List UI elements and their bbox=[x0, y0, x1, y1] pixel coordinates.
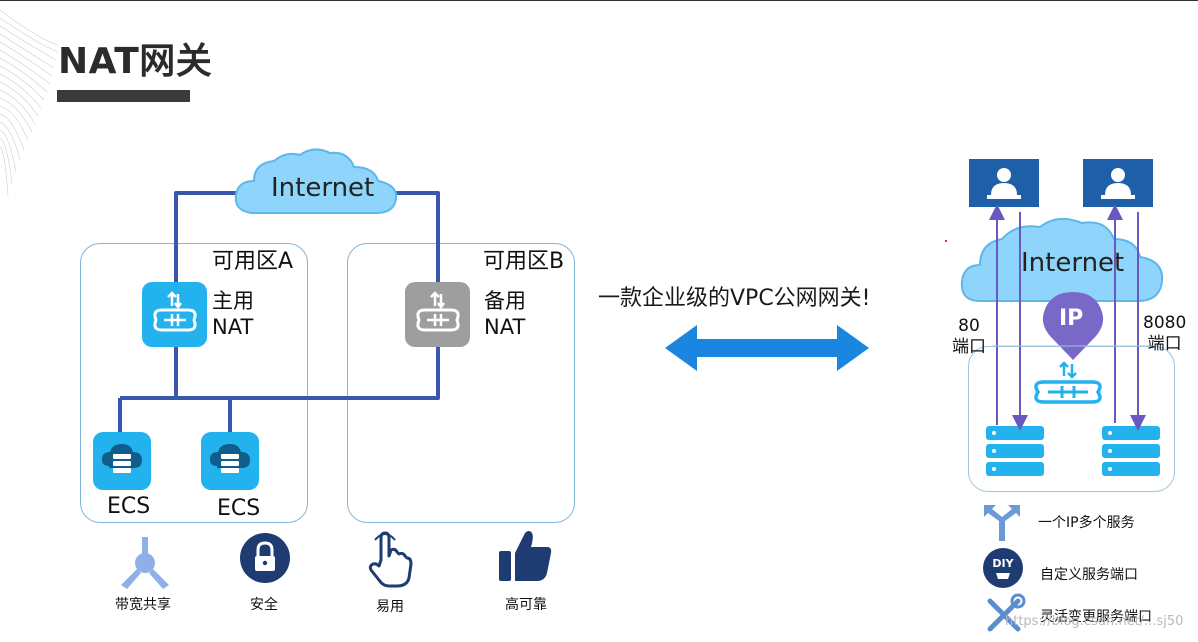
svg-text:DIY: DIY bbox=[992, 557, 1014, 570]
nat-gateway-icon bbox=[1034, 361, 1102, 404]
ecs-server-icon bbox=[201, 432, 259, 490]
benefit-label-custom-port: 自定义服务端口 bbox=[1040, 567, 1138, 583]
ecs-server-icon bbox=[93, 432, 151, 490]
port-80-text: 端口 bbox=[952, 337, 986, 358]
user-terminal-icon bbox=[969, 159, 1039, 207]
backup-nat-label-line2: NAT bbox=[484, 315, 526, 340]
double-arrow-icon bbox=[665, 325, 869, 371]
server-stack-icon bbox=[986, 426, 1044, 476]
tagline: 一款企业级的VPC公网网关! bbox=[598, 286, 871, 311]
hand-tap-icon bbox=[368, 531, 413, 588]
zone-a-box bbox=[80, 243, 308, 523]
primary-nat-label-line2: NAT bbox=[212, 315, 254, 340]
port-80-number: 80 bbox=[958, 316, 980, 336]
feature-label-security: 安全 bbox=[250, 597, 278, 613]
watermark: https://blog.csdn.net/...sj50 bbox=[1005, 614, 1184, 629]
ecs-label-2: ECS bbox=[217, 496, 261, 521]
internet-label-right: Internet bbox=[1021, 248, 1125, 278]
zone-b-box bbox=[347, 243, 575, 523]
port-8080-number: 8080 bbox=[1143, 313, 1187, 333]
user-terminal-icon bbox=[1083, 159, 1153, 207]
benefit-label-one-ip: 一个IP多个服务 bbox=[1038, 515, 1135, 531]
diy-icon: DIY bbox=[983, 548, 1023, 588]
nat-gateway-icon bbox=[142, 282, 207, 347]
ecs-node-1 bbox=[93, 432, 151, 490]
feature-label-ease: 易用 bbox=[376, 599, 404, 615]
red-dot bbox=[945, 240, 947, 242]
title-underline bbox=[57, 90, 190, 102]
feature-label-bandwidth: 带宽共享 bbox=[115, 597, 171, 613]
top-rule bbox=[0, 0, 1198, 1]
internet-cloud-icon bbox=[234, 148, 398, 214]
ip-badge-label: IP bbox=[1059, 306, 1084, 331]
zone-a-label: 可用区A bbox=[212, 249, 294, 274]
primary-nat-label-line1: 主用 bbox=[212, 289, 254, 313]
ecs-label-1: ECS bbox=[107, 494, 151, 519]
split-arrows-icon bbox=[984, 505, 1020, 541]
primary-nat-node bbox=[142, 282, 207, 347]
tools-icon bbox=[987, 593, 1026, 632]
port-8080-label: 8080 端口 bbox=[1143, 313, 1186, 356]
internet-label: Internet bbox=[271, 173, 375, 203]
feature-label-reliable: 高可靠 bbox=[505, 597, 547, 613]
left-network-lines bbox=[118, 191, 440, 432]
lock-icon bbox=[240, 533, 290, 583]
port-80-label: 80 端口 bbox=[952, 316, 986, 359]
slide-title: NAT网关 bbox=[58, 41, 213, 82]
thumbs-up-icon bbox=[499, 531, 552, 581]
ecs-node-2 bbox=[201, 432, 259, 490]
primary-nat-label: 主用 NAT bbox=[212, 288, 254, 341]
bandwidth-share-icon bbox=[121, 537, 169, 589]
ip-pin-icon bbox=[1042, 292, 1104, 360]
zone-b-label: 可用区B bbox=[483, 249, 565, 274]
backup-nat-node bbox=[405, 282, 470, 347]
decorative-swoosh bbox=[0, 9, 59, 197]
nat-gateway-icon bbox=[405, 282, 470, 347]
internet-cloud-icon bbox=[960, 217, 1164, 302]
port-8080-text: 端口 bbox=[1147, 334, 1182, 355]
benefit-label-flexible-port: 灵活变更服务端口 bbox=[1040, 609, 1152, 625]
backup-nat-label: 备用 NAT bbox=[484, 288, 526, 341]
backup-nat-label-line1: 备用 bbox=[484, 289, 526, 313]
